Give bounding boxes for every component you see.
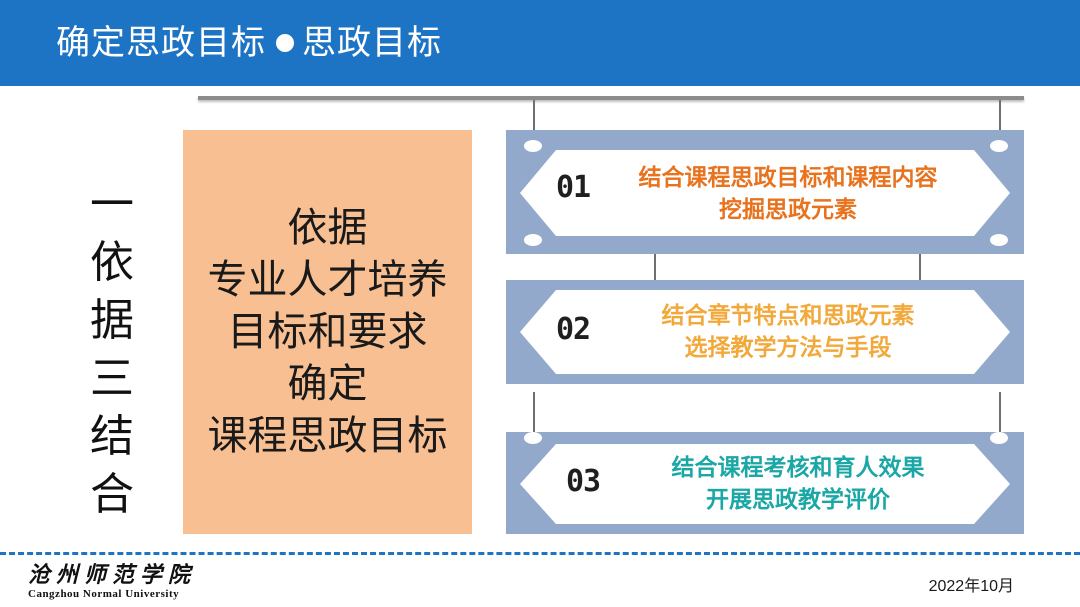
panel-hole [524, 234, 542, 246]
basis-line: 课程思政目标 [207, 413, 448, 459]
title-left: 确定思政目标 [56, 23, 266, 63]
side-char: 依 [90, 237, 134, 288]
side-char: 结 [90, 411, 134, 462]
side-char: 据 [90, 295, 134, 346]
item-text: 结合课程考核和育人效果 开展思政教学评价 [608, 452, 988, 516]
panel-hole [990, 432, 1008, 444]
item-number: 03 [566, 464, 601, 499]
panel-hole [524, 140, 542, 152]
panel-hole [990, 140, 1008, 152]
item-card [520, 290, 1010, 374]
basis-line: 专业人才培养 [207, 257, 448, 303]
slide-title: 确定思政目标思政目标 [56, 18, 442, 68]
side-char: 一 [90, 179, 134, 230]
item-line: 结合章节特点和思政元素 [661, 303, 915, 329]
hanging-rail [198, 96, 1024, 100]
item-number: 02 [556, 312, 591, 347]
bullet-dot-icon [276, 33, 294, 52]
university-logo: 沧州师范学院 Cangzhou Normal University [28, 562, 228, 600]
footer-divider [0, 552, 1080, 555]
item-line: 选择教学方法与手段 [684, 335, 892, 361]
item-text: 结合课程思政目标和课程内容 挖掘思政元素 [598, 162, 978, 226]
side-char: 合 [90, 469, 134, 520]
item-line: 结合课程思政目标和课程内容 [638, 165, 938, 191]
logo-chinese: 沧州师范学院 [28, 562, 197, 588]
side-title: 一 依 据 三 结 合 [84, 176, 140, 524]
hanging-string [999, 392, 1001, 440]
hanging-string [919, 252, 921, 288]
item-panel-3: 03 结合课程考核和育人效果 开展思政教学评价 [506, 432, 1024, 534]
item-line: 挖掘思政元素 [719, 197, 857, 223]
basis-line: 依据 [287, 205, 368, 251]
item-number: 01 [556, 170, 591, 205]
item-text: 结合章节特点和思政元素 选择教学方法与手段 [598, 300, 978, 364]
logo-english: Cangzhou Normal University [28, 588, 180, 600]
hanging-string [533, 392, 535, 440]
basis-box: 依据 专业人才培养 目标和要求 确定 课程思政目标 [183, 130, 472, 534]
panel-hole [990, 234, 1008, 246]
item-line: 结合课程考核和育人效果 [671, 455, 925, 481]
header-bar: 确定思政目标思政目标 [0, 0, 1080, 86]
hanging-string [999, 100, 1001, 136]
panel-hole [524, 432, 542, 444]
item-line: 开展思政教学评价 [706, 487, 890, 513]
basis-line: 确定 [287, 361, 368, 407]
item-panel-2: 02 结合章节特点和思政元素 选择教学方法与手段 [506, 280, 1024, 384]
title-right: 思政目标 [302, 23, 442, 63]
item-panel-1: 01 结合课程思政目标和课程内容 挖掘思政元素 [506, 130, 1024, 254]
date-label: 2022年10月 [928, 578, 1014, 595]
basis-line: 目标和要求 [227, 309, 428, 355]
item-card [520, 444, 1010, 524]
hanging-string [533, 100, 535, 136]
item-card [520, 150, 1010, 236]
hanging-string [654, 252, 656, 288]
side-char: 三 [90, 353, 134, 404]
